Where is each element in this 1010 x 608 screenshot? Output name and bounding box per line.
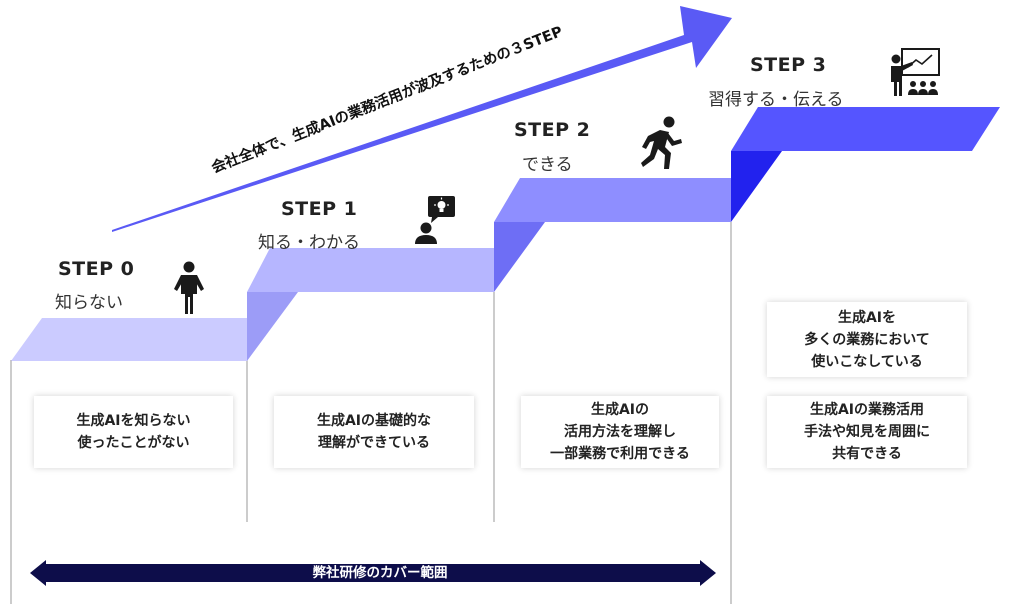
step3-subtitle: 習得する・伝える bbox=[708, 90, 844, 110]
coverage-label: 弊社研修のカバー範囲 bbox=[312, 565, 448, 581]
step0-platform bbox=[11, 318, 247, 361]
step0-subtitle: 知らない bbox=[55, 293, 123, 313]
standing-person-icon bbox=[174, 261, 204, 314]
step1-title: STEP 1 bbox=[281, 198, 358, 220]
step3-title: STEP 3 bbox=[750, 54, 827, 76]
step2-subtitle: できる bbox=[522, 155, 573, 175]
step3-card-1: 生成AIを 多くの業務において 使いこなしている bbox=[767, 302, 967, 377]
step3-riser bbox=[731, 151, 782, 222]
teacher-board-icon bbox=[891, 48, 940, 96]
step2-riser bbox=[494, 222, 545, 292]
step3-card-2: 生成AIの業務活用 手法や知見を周囲に 共有できる bbox=[767, 396, 967, 468]
running-person-icon bbox=[641, 116, 682, 169]
step1-card: 生成AIの基礎的な 理解ができている bbox=[274, 396, 474, 468]
step2-platform bbox=[494, 178, 731, 222]
step1-riser bbox=[247, 292, 298, 361]
progress-arrow bbox=[112, 6, 732, 232]
step0-card: 生成AIを知らない 使ったことがない bbox=[34, 396, 233, 468]
step2-title: STEP 2 bbox=[514, 119, 591, 141]
step2-card: 生成AIの 活用方法を理解し 一部業務で利用できる bbox=[521, 396, 719, 468]
step1-platform bbox=[247, 248, 494, 292]
person-idea-icon bbox=[415, 196, 455, 244]
step3-platform bbox=[731, 107, 1000, 151]
step0-title: STEP 0 bbox=[58, 258, 135, 280]
coverage-arrow bbox=[30, 560, 716, 586]
step1-subtitle: 知る・わかる bbox=[258, 233, 360, 253]
